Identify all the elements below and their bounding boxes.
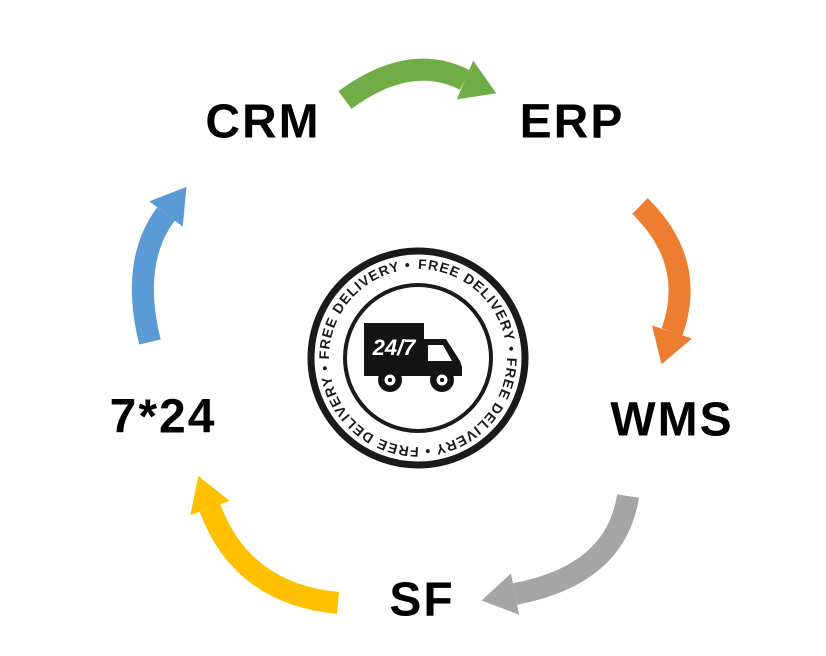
arrow-sf-to-724 [190, 476, 340, 614]
arrow-erp-to-wms [632, 198, 692, 365]
badge-inner-ring [343, 283, 493, 433]
arrow-724-to-crm [131, 186, 187, 345]
arrowhead-icon [456, 60, 497, 100]
delivery-truck-icon: 24/7 [364, 323, 462, 392]
arrow-wms-to-sf [481, 494, 639, 615]
free-delivery-badge: FREE DELIVERY • FREE DELIVERY • FREE DEL… [303, 243, 533, 473]
arrow-crm-to-erp [338, 58, 497, 109]
truck-chassis [364, 369, 462, 376]
arrowhead-icon [190, 476, 230, 516]
node-label-crm: CRM [205, 95, 321, 149]
node-label-724: 7*24 [109, 390, 217, 444]
node-label-erp: ERP [519, 95, 625, 149]
truck-cargo-box [364, 323, 424, 371]
truck-247-label: 24/7 [372, 335, 418, 360]
truck-window [428, 345, 452, 361]
node-label-sf: SF [389, 573, 455, 627]
truck-rear-wheel [378, 368, 402, 392]
node-label-wms: WMS [610, 393, 734, 447]
truck-front-wheel [430, 368, 454, 392]
arrowhead-icon [149, 186, 187, 227]
arrowhead-icon [652, 325, 692, 365]
arrowhead-icon [481, 573, 520, 615]
